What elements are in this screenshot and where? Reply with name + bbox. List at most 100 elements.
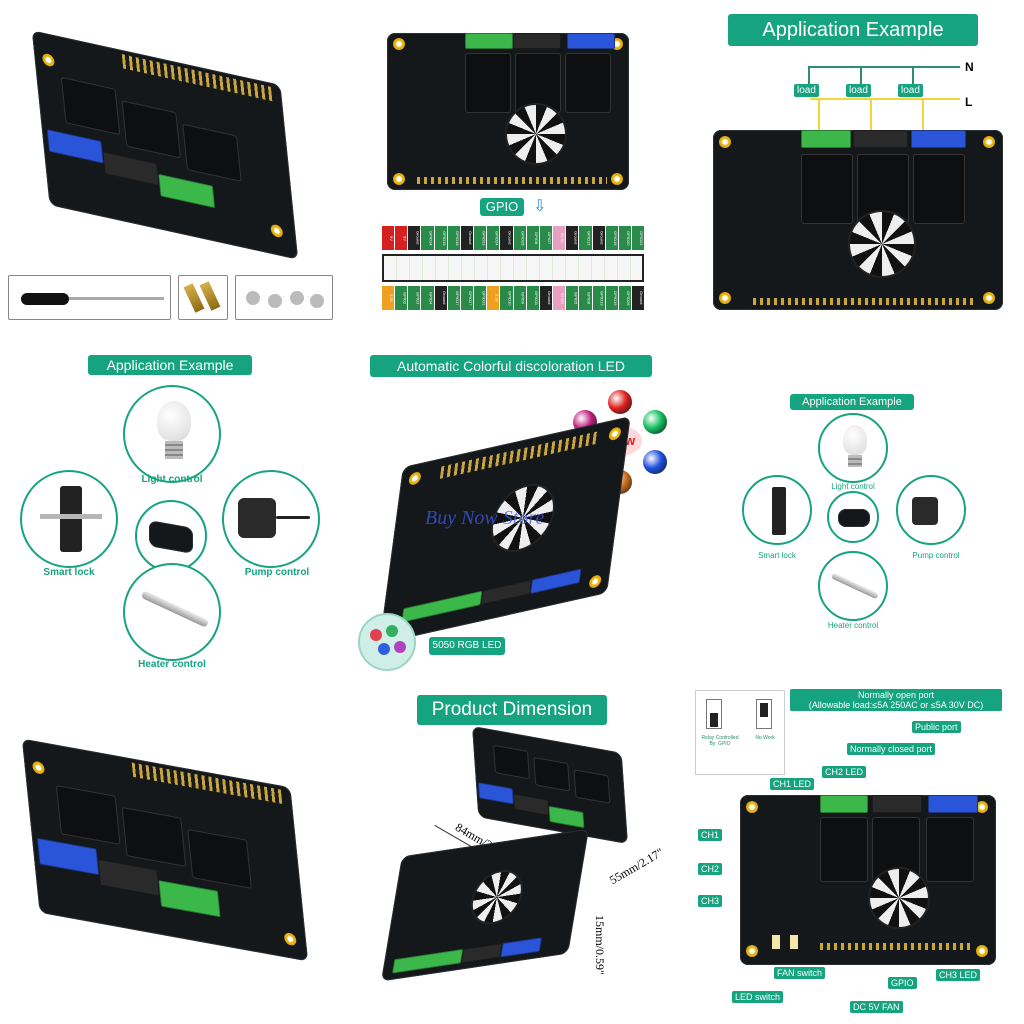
dimension-heading: Product Dimension: [417, 695, 607, 725]
rgb-led-label: 5050 RGB LED: [429, 637, 505, 655]
light-control-caption: Light control: [831, 482, 875, 491]
rgb-led-closeup: [358, 613, 416, 671]
pump-ring: [222, 470, 320, 568]
fan-switch-label: FAN switch: [774, 967, 826, 979]
gpio-pin-label: Ground: [408, 226, 421, 250]
panel-callouts: Relay Controlled By: GPIO No Work Normal…: [690, 685, 1024, 1024]
normally-open-port-label: Normally open port (Allowable load:≤5A 2…: [790, 689, 1002, 711]
gpio-label: GPIO: [480, 198, 524, 216]
gpio-pin-label: Ground: [592, 226, 605, 250]
gpio-pin-label: GPIO6: [579, 286, 592, 310]
panel-applications-small: Application Example Light control Smart …: [690, 345, 1024, 680]
gpio-pin-label: 3.3V: [382, 286, 395, 310]
panel-wiring: Application Example N L load load load: [690, 0, 1024, 340]
width-dimension: 55mm/2.17": [607, 845, 666, 888]
panel-kit: [0, 0, 340, 340]
gpio-pin-label: GPIO4: [421, 286, 434, 310]
gpio-pin-label: GPIO22: [474, 286, 487, 310]
application-example-heading: Application Example: [728, 14, 978, 46]
gpio-pin-label: GPIO20: [618, 226, 631, 250]
gpio-pin-label: GPIO23: [474, 226, 487, 250]
gpio-pin-label: GPIO2: [395, 286, 408, 310]
terminal-block-green: [158, 173, 216, 209]
gpio-pin-label: ID SD: [553, 286, 566, 310]
heater-control-caption: Heater control: [827, 621, 879, 630]
fan-icon: [848, 210, 916, 278]
smart-lock-ring: [20, 470, 118, 568]
gpio-label: GPIO: [888, 977, 917, 989]
fan-icon: [868, 867, 930, 929]
relay-board-wiring: [713, 130, 1003, 310]
mount-hole: [270, 223, 284, 239]
gpio-pin-label: 3.3V: [487, 286, 500, 310]
accessory-screws: [235, 275, 333, 320]
relay-board-bottom: [379, 416, 631, 644]
gpio-pin-label: GPIO25: [513, 226, 526, 250]
smart-lock-caption: Smart lock: [43, 567, 95, 578]
ch1-label: CH1: [698, 829, 723, 841]
gpio-pin-label: GPIO14: [421, 226, 434, 250]
relay: [60, 76, 121, 136]
gpio-pin-label: GPIO18: [447, 226, 460, 250]
ch2-led-label: CH2 LED: [822, 766, 867, 778]
terminal-block-blue: [46, 129, 104, 164]
gpio-pin-label: ID SC: [553, 226, 566, 250]
pump-control-caption: Pump control: [244, 567, 310, 578]
jumper-diagram: Relay Controlled By: GPIO No Work: [695, 690, 785, 775]
terminal-block-black: [513, 33, 561, 49]
led-color-dot: [642, 410, 667, 434]
mount-hole: [41, 52, 56, 68]
gpio-pin-label: GPIO17: [447, 286, 460, 310]
accessory-standoffs: [178, 275, 228, 320]
gpio-pin-label: Ground: [566, 226, 579, 250]
gpio-pin-label: GPIO5: [566, 286, 579, 310]
gpio-pin-label: GPIO27: [460, 286, 474, 310]
gpio-pin-label: Ground: [631, 286, 645, 310]
jumper-nowork-caption: No Work: [755, 735, 775, 741]
relay-board-top: [387, 33, 629, 190]
ch3-label: CH3: [698, 895, 723, 907]
ch1-led-label: CH1 LED: [770, 778, 815, 790]
jumper-gpio-caption: Relay Controlled By: GPIO: [701, 735, 739, 747]
led-color-dot: [642, 450, 667, 474]
gpio-pin-label: 5V: [395, 226, 408, 250]
led-switch-label: LED switch: [732, 991, 784, 1003]
gpio-pin-label: Ground: [539, 286, 553, 310]
gpio-pin-label: GPIO15: [434, 226, 447, 250]
gpio-pin-label: GPIO24: [487, 226, 500, 250]
gpio-pin-label: GPIO13: [592, 286, 605, 310]
public-port-label: Public port: [912, 721, 961, 733]
ch3-led-label: CH3 LED: [936, 969, 981, 981]
light-control-caption: Light control: [141, 474, 203, 485]
light-bulb-ring: [123, 385, 221, 483]
gpio-pin-label: GPIO8: [526, 226, 539, 250]
terminal-block-green: [465, 33, 513, 49]
dc-fan-label: DC 5V FAN: [850, 1001, 903, 1013]
gpio-pin-label: GPIO12: [579, 226, 592, 250]
watermark: Buy Now Store: [425, 507, 545, 529]
gpio-pin-label: GPIO11: [526, 286, 539, 310]
pump-icon: [238, 498, 276, 538]
fan-icon: [505, 103, 567, 165]
gpio-pin-label: GPIO10: [500, 286, 513, 310]
panel-board-angle: [0, 685, 340, 1024]
live-label: L: [965, 95, 973, 109]
load-label: load: [846, 84, 871, 97]
neutral-label: N: [965, 60, 974, 74]
gpio-pin-label: GPIO9: [513, 286, 526, 310]
led-color-dot: [608, 390, 632, 414]
smart-lock-icon: [60, 486, 82, 552]
gpio-pin-label: GPIO21: [631, 226, 645, 250]
gpio-pin-label: GPIO3: [408, 286, 421, 310]
gpio-pin-label: GPIO7: [539, 226, 553, 250]
pump-control-caption: Pump control: [912, 551, 960, 560]
ch2-label: CH2: [698, 863, 723, 875]
gpio-pin-label: GPIO16: [605, 226, 618, 250]
load-label: load: [794, 84, 819, 97]
pin-header: [121, 54, 273, 102]
application-example-heading: Application Example: [88, 355, 252, 375]
height-dimension: 15mm/0.59": [593, 915, 607, 975]
down-arrow-icon: ⇩: [533, 198, 547, 215]
heater-rod-icon: [140, 590, 210, 628]
